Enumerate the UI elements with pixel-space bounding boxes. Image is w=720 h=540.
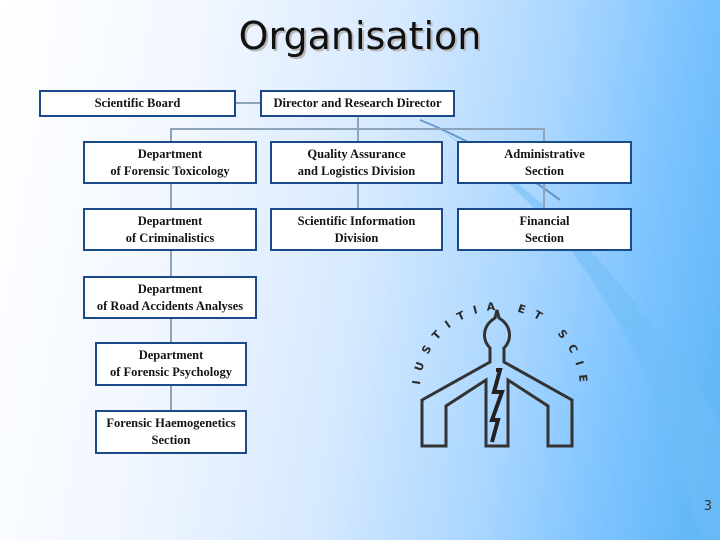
director-box: Director and Research Director (260, 90, 455, 117)
quality-assurance-division-box: Quality Assurance and Logistics Division (270, 141, 443, 184)
connector-right-col (543, 184, 545, 208)
connector-board-director (236, 102, 260, 104)
haemogenetics-section-box: Forensic Haemogenetics Section (95, 410, 247, 454)
scientific-board-box: Scientific Board (39, 90, 236, 117)
connector-right-drop (543, 128, 545, 142)
page-title: Organisation (238, 14, 482, 58)
svg-text:IUSTITIA ET SCIENTIA: IUSTITIA ET SCIENTIA (400, 270, 590, 391)
connector-left-spine (170, 128, 172, 410)
logo-motto: IUSTITIA ET SCIENTIA (400, 270, 581, 391)
connector-middle-drop (357, 128, 359, 142)
administrative-section-box: Administrative Section (457, 141, 632, 184)
road-accidents-department-box: Department of Road Accidents Analyses (83, 276, 257, 319)
criminalistics-department-box: Department of Criminalistics (83, 208, 257, 251)
financial-section-box: Financial Section (457, 208, 632, 251)
scientific-information-division-box: Scientific Information Division (270, 208, 443, 251)
connector-middle-col (357, 184, 359, 208)
page-number: 3 (703, 499, 712, 514)
institute-logo: IUSTITIA ET SCIENTIA (400, 270, 590, 448)
forensic-psychology-department-box: Department of Forensic Psychology (95, 342, 247, 386)
toxicology-department-box: Department of Forensic Toxicology (83, 141, 257, 184)
connector-director-down (357, 117, 359, 129)
